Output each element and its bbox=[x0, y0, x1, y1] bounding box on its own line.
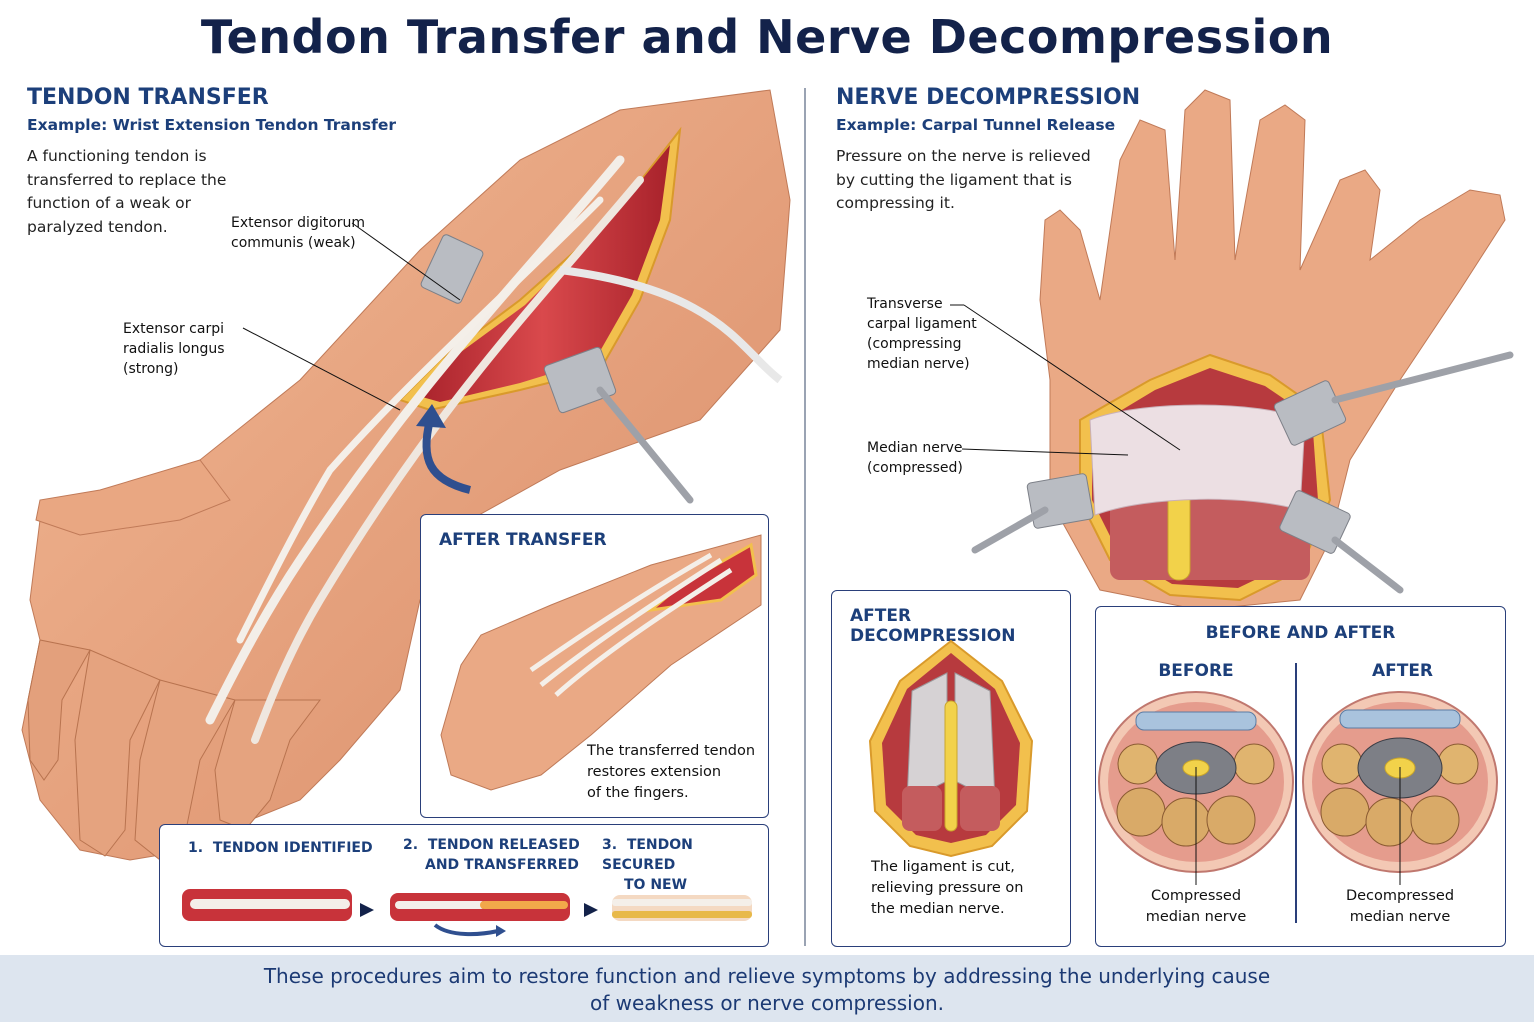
cross-section-illustrations bbox=[1098, 691, 1498, 885]
after-decompression-box: AFTER DECOMPRESSION The ligament is cut,… bbox=[831, 590, 1071, 947]
label-transverse-ligament: Transverse carpal ligament (compressing … bbox=[867, 296, 977, 372]
tendon-transfer-heading: TENDON TRANSFER bbox=[27, 85, 269, 110]
before-after-heading: BEFORE AND AFTER bbox=[1205, 623, 1396, 643]
before-caption: Compressed median nerve bbox=[1145, 888, 1247, 925]
nerve-decompression-example: Example: Carpal Tunnel Release bbox=[836, 116, 1116, 134]
after-transfer-box: AFTER TRANSFER The transferred tendon re… bbox=[420, 514, 769, 818]
step-2: 2. TENDON RELEASED AND TRANSFERRED bbox=[403, 837, 580, 873]
steps-box: 1. TENDON IDENTIFIED 2. TENDON RELEASED … bbox=[159, 824, 769, 947]
after-label: AFTER bbox=[1371, 661, 1434, 681]
label-extensor-carpi: Extensor carpi radialis longus (strong) bbox=[123, 321, 225, 377]
after-decompression-illustration bbox=[868, 639, 1034, 858]
before-label: BEFORE bbox=[1158, 661, 1234, 681]
after-decompression-caption: The ligament is cut, relieving pressure … bbox=[871, 859, 1024, 917]
nerve-decompression-heading: NERVE DECOMPRESSION bbox=[836, 85, 1141, 110]
step-1: 1. TENDON IDENTIFIED bbox=[188, 840, 373, 856]
after-caption: Decompressed median nerve bbox=[1345, 888, 1455, 925]
before-after-divider bbox=[1295, 663, 1297, 923]
before-after-box: BEFORE AND AFTER BEFORE AFTER bbox=[1095, 606, 1506, 947]
after-decompression-heading: AFTER DECOMPRESSION bbox=[850, 606, 1016, 646]
footer-banner: These procedures aim to restore function… bbox=[0, 955, 1534, 1022]
label-extensor-digitorum: Extensor digitorum communis (weak) bbox=[231, 215, 366, 251]
after-transfer-caption: The transferred tendon restores extensio… bbox=[587, 743, 756, 801]
section-divider bbox=[804, 88, 806, 946]
after-transfer-illustration bbox=[440, 534, 762, 791]
after-transfer-heading: AFTER TRANSFER bbox=[439, 530, 607, 550]
tendon-transfer-example: Example: Wrist Extension Tendon Transfer bbox=[27, 116, 397, 134]
page-title: Tendon Transfer and Nerve Decompression bbox=[200, 10, 1334, 64]
steps-illustration bbox=[182, 889, 752, 937]
tendon-transfer-description: A functioning tendon is transferred to r… bbox=[27, 147, 227, 236]
nerve-decompression-description: Pressure on the nerve is relieved by cut… bbox=[836, 147, 1091, 212]
label-median-nerve: Median nerve (compressed) bbox=[867, 440, 963, 476]
footer-text: These procedures aim to restore function… bbox=[263, 964, 1271, 1015]
